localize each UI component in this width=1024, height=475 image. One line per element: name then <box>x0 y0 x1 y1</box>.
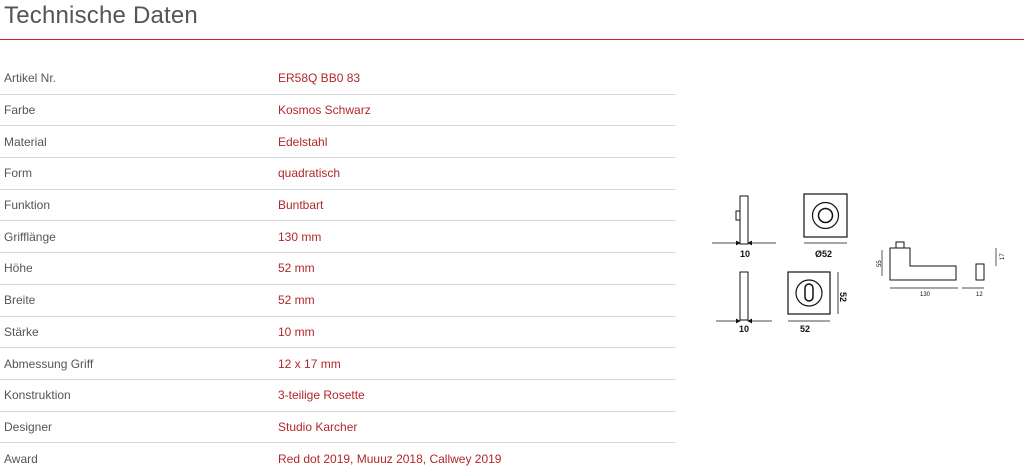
spec-label: Award <box>4 452 38 467</box>
dim-label: Ø52 <box>815 249 832 259</box>
rose-front-view-top: Ø52 <box>803 193 848 259</box>
dim-label: 130 <box>920 292 931 298</box>
spec-label: Höhe <box>4 261 33 276</box>
table-row: Artikel Nr. ER58Q BB0 83 <box>0 63 676 95</box>
spec-value: quadratisch <box>278 166 341 181</box>
spec-value: 12 x 17 mm <box>278 356 341 371</box>
table-row: Breite 52 mm <box>0 285 676 317</box>
dim-label: 55 <box>877 260 883 267</box>
spec-label: Abmessung Griff <box>4 356 94 371</box>
spec-value: Edelstahl <box>278 134 328 149</box>
spec-value: 52 mm <box>278 261 315 276</box>
dim-label: 12 <box>976 292 983 298</box>
table-row: Form quadratisch <box>0 158 676 190</box>
rose-front-view-bottom: 52 52 <box>787 271 848 334</box>
rose-side-view-top: 10 <box>712 195 776 259</box>
spec-value: 3-teilige Rosette <box>278 388 365 403</box>
table-row: Farbe Kosmos Schwarz <box>0 95 676 127</box>
dim-label: 52 <box>838 292 848 302</box>
spec-value: 52 mm <box>278 293 315 308</box>
spec-label: Artikel Nr. <box>4 71 57 86</box>
dim-label: 52 <box>800 324 810 334</box>
spec-value: Kosmos Schwarz <box>278 103 371 118</box>
spec-value: 10 mm <box>278 324 315 339</box>
spec-value: Red dot 2019, Muuuz 2018, Callwey 2019 <box>278 452 502 467</box>
page-title: Technische Daten <box>4 2 198 29</box>
spec-value: ER58Q BB0 83 <box>278 71 361 86</box>
technical-drawing: 10 Ø52 10 52 52 <box>700 180 1024 340</box>
table-row: Abmessung Griff 12 x 17 mm <box>0 348 676 380</box>
spec-label: Stärke <box>4 324 39 339</box>
rose-side-view-bottom: 10 <box>716 271 772 334</box>
spec-table: Artikel Nr. ER58Q BB0 83 Farbe Kosmos Sc… <box>0 63 676 475</box>
handle-side-view: 55 130 <box>877 241 958 298</box>
table-row: Material Edelstahl <box>0 126 676 159</box>
table-row: Höhe 52 mm <box>0 253 676 285</box>
spec-label: Grifflänge <box>4 229 56 244</box>
spec-label: Material <box>4 134 47 149</box>
spec-label: Breite <box>4 293 36 308</box>
table-row: Konstruktion 3-teilige Rosette <box>0 380 676 412</box>
table-row: Designer Studio Karcher <box>0 412 676 444</box>
dim-label: 10 <box>739 324 749 334</box>
technical-drawing-svg: 10 Ø52 10 52 52 <box>712 193 1006 334</box>
spec-value: Buntbart <box>278 198 324 213</box>
table-row: Grifflänge 130 mm <box>0 221 676 254</box>
dim-label: 10 <box>740 249 750 259</box>
spec-label: Konstruktion <box>4 388 71 403</box>
spec-value: 130 mm <box>278 229 322 244</box>
spec-label: Farbe <box>4 103 36 118</box>
handle-section-view: 12 17 <box>962 248 1006 298</box>
spec-label: Designer <box>4 419 53 434</box>
table-row: Stärke 10 mm <box>0 317 676 349</box>
dim-label: 17 <box>1000 253 1006 260</box>
title-divider <box>0 39 1024 40</box>
spec-value: Studio Karcher <box>278 419 358 434</box>
table-row: Award Red dot 2019, Muuuz 2018, Callwey … <box>0 443 676 475</box>
spec-label: Funktion <box>4 198 51 213</box>
table-row: Funktion Buntbart <box>0 190 676 222</box>
spec-label: Form <box>4 166 32 181</box>
